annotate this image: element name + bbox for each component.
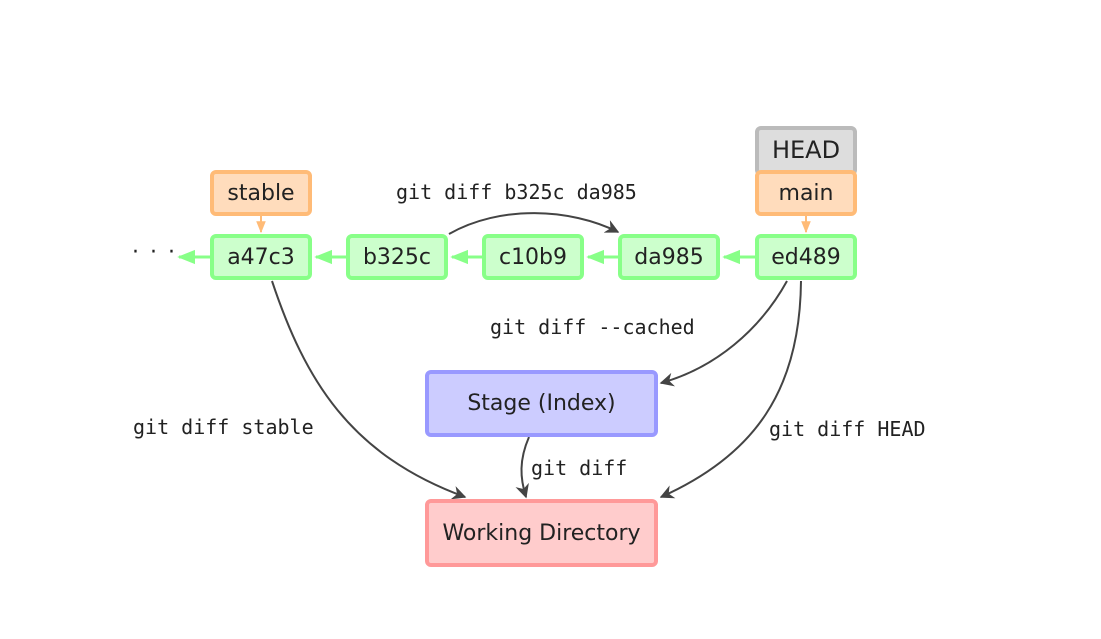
commit-da985: da985 bbox=[618, 234, 720, 280]
branch-stable: stable bbox=[210, 170, 312, 216]
branch-label: main bbox=[778, 180, 834, 206]
label-git-diff-cached: git diff --cached bbox=[490, 315, 695, 339]
working-directory-box: Working Directory bbox=[425, 499, 658, 567]
commit-id: b325c bbox=[362, 244, 432, 270]
branch-label: stable bbox=[227, 180, 295, 206]
commit-c10b9: c10b9 bbox=[482, 234, 584, 280]
commit-b325c: b325c bbox=[346, 234, 448, 280]
head-label: HEAD bbox=[771, 136, 841, 164]
commit-a47c3: a47c3 bbox=[210, 234, 312, 280]
head-ref: HEAD bbox=[755, 126, 857, 176]
commit-id: da985 bbox=[634, 244, 704, 270]
stage-index-box: Stage (Index) bbox=[425, 370, 658, 437]
diff-arrow-cached bbox=[659, 280, 788, 387]
diff-arrow-head bbox=[659, 280, 802, 499]
commit-id: a47c3 bbox=[227, 244, 295, 270]
diff-arrow-stable bbox=[271, 280, 467, 500]
commit-ed489: ed489 bbox=[755, 234, 857, 280]
commit-id: c10b9 bbox=[498, 244, 568, 270]
diff-arrow-b325c-da985 bbox=[448, 212, 620, 235]
label-git-diff-stable: git diff stable bbox=[133, 415, 314, 439]
label-git-diff: git diff bbox=[531, 456, 628, 480]
diff-arrow-stage-workdir bbox=[515, 436, 530, 499]
branch-main: main bbox=[755, 170, 857, 216]
stage-label: Stage (Index) bbox=[467, 391, 616, 416]
label-git-diff-head: git diff HEAD bbox=[769, 417, 926, 441]
working-directory-label: Working Directory bbox=[442, 520, 641, 546]
older-commits-ellipsis: · · · bbox=[132, 240, 177, 265]
label-git-diff-commits: git diff b325c da985 bbox=[396, 180, 637, 204]
commit-id: ed489 bbox=[771, 244, 841, 270]
